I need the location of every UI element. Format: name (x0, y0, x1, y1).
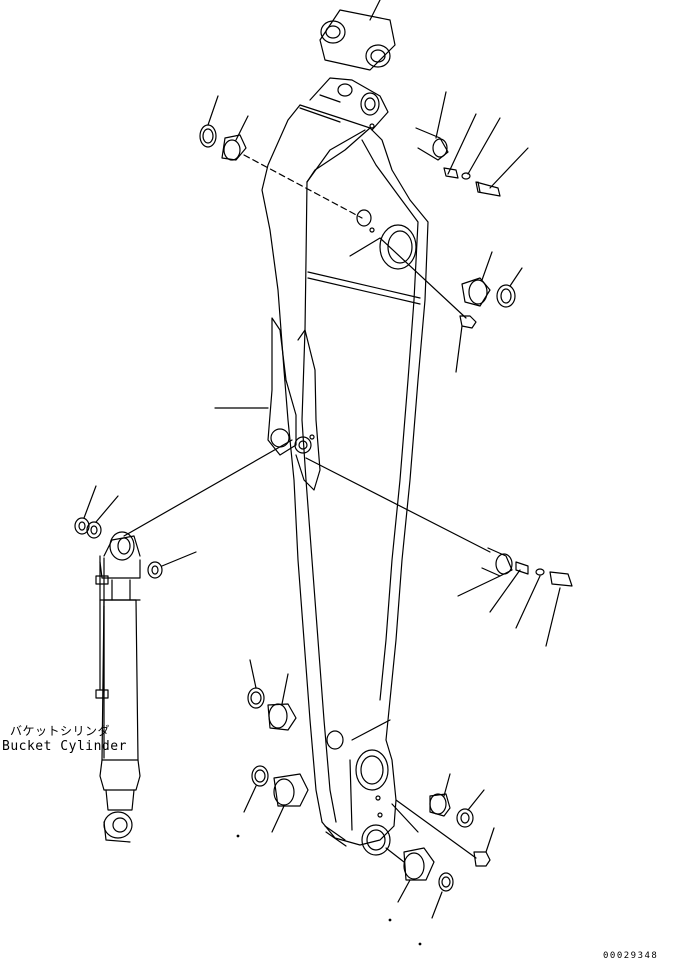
top-shims (319, 0, 396, 71)
boss-top (337, 83, 380, 129)
top-left-bushing (199, 95, 363, 219)
arm-body (261, 77, 429, 847)
middle-right-pin (305, 457, 573, 647)
boss-middle (356, 209, 417, 270)
top-right-pin (415, 91, 529, 197)
drawing-code: 00029348 (603, 951, 659, 961)
bucket-cylinder (74, 439, 293, 843)
boss-bottom (326, 730, 391, 856)
bottom-right-bushings (385, 773, 495, 919)
bucket-cylinder-label-en: Bucket Cylinder (2, 739, 127, 754)
middle-right-bushing (349, 237, 523, 373)
bottom-left-bushings (243, 659, 309, 833)
bucket-cylinder-label-jp: バケットシリンダ (10, 724, 111, 738)
